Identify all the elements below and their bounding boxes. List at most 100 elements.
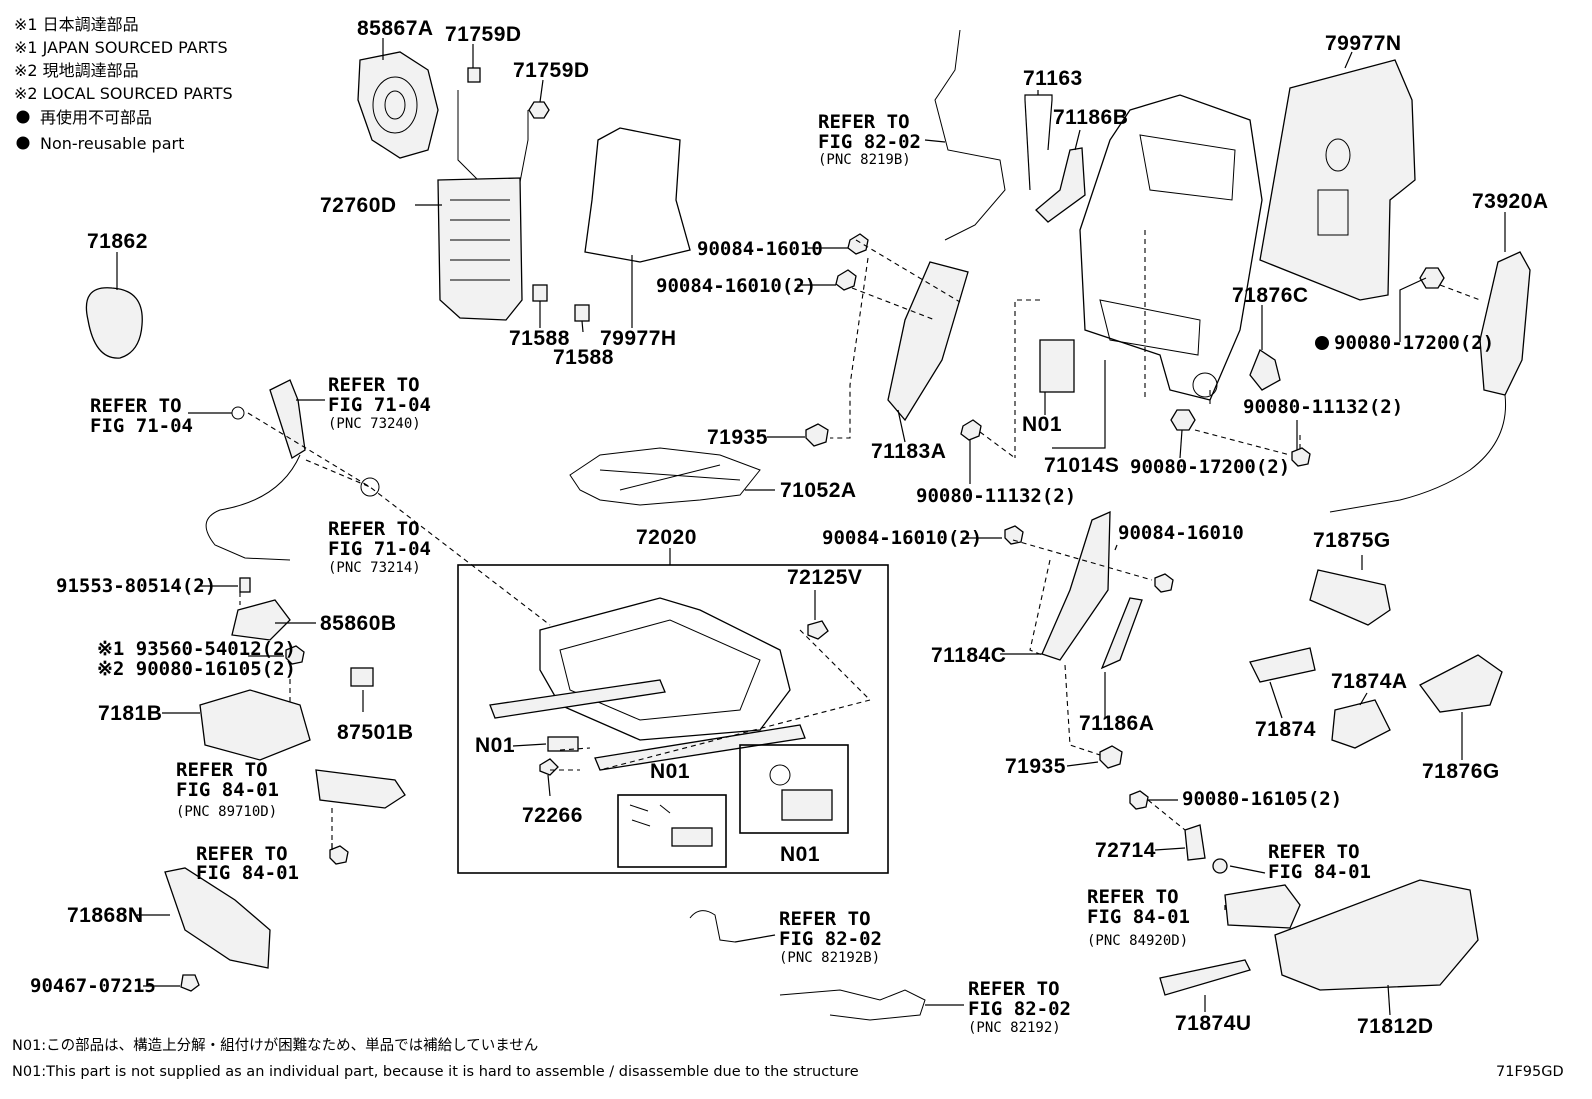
label-90080-16105-2[interactable]: 90080-16105(2) [1182,788,1342,810]
label-71868N[interactable]: 71868N [67,904,144,927]
ref-line: (PNC 8219B) [818,152,911,168]
part-71588-clip-shape [532,284,548,302]
part-73920A-shape [1329,251,1531,513]
label-7181B[interactable]: 7181B [98,702,162,725]
legend-local-en: ※2 LOCAL SOURCED PARTS [14,84,233,103]
part-73240-shape [269,379,306,459]
label-85867A[interactable]: 85867A [357,17,434,40]
part-71868N-shape [164,867,271,969]
label-71588[interactable]: 71588 [509,327,570,350]
label-90084-16010-2[interactable]: 90084-16010(2) [656,275,816,297]
legend-japan-ja: ※1 日本調達部品 [14,15,139,34]
part-93560-bolt-shape [285,645,305,665]
ref-line: FIG 71-04 [328,538,431,560]
label-71874U[interactable]: 71874U [1175,1012,1252,1035]
ref-line: REFER TO [328,518,420,540]
ref-fig-84-01-left[interactable]: REFER TO FIG 84-01 [196,843,299,884]
label-71875G[interactable]: 71875G [1313,529,1391,552]
label-71052A[interactable]: 71052A [780,479,857,502]
ref-line: (PNC 82192B) [779,950,880,966]
label-71186B[interactable]: 71186B [1053,106,1128,129]
label-91553-80514-2[interactable]: 91553-80514(2) [56,575,216,597]
label-72760D[interactable]: 72760D [320,194,397,217]
label-71812D[interactable]: 71812D [1357,1015,1434,1038]
label-79977H[interactable]: 79977H [600,327,677,350]
label-71935[interactable]: 71935 [707,426,768,449]
label-N01[interactable]: N01 [650,760,690,783]
label-90084-16010[interactable]: 90084-16010 [697,238,823,260]
label-72125V[interactable]: 72125V [787,566,862,589]
ref-fig-71-04-73240[interactable]: REFER TO FIG 71-04 (PNC 73240) [328,374,431,432]
part-841-bolt-shape [329,845,349,865]
reference-labels: REFER TO FIG 82-02 (PNC 8219B) REFER TO … [90,111,1371,1036]
ref-line: (PNC 73240) [328,416,421,432]
ref-line: FIG 71-04 [328,394,431,416]
label-71759D[interactable]: 71759D [513,59,590,82]
leader-lines [116,38,1506,1016]
harness-82192B-shape [689,910,736,943]
label-71163[interactable]: 71163 [1023,67,1083,90]
label-71759D[interactable]: 71759D [445,23,522,46]
label-71876G[interactable]: 71876G [1422,760,1500,783]
label-71862[interactable]: 71862 [87,230,148,253]
part-90080-bolt-shape [960,419,982,441]
label-71935[interactable]: 71935 [1005,755,1066,778]
legend: ※1 日本調達部品 ※1 JAPAN SOURCED PARTS ※2 現地調達… [14,15,233,153]
ref-line: REFER TO [1268,841,1360,863]
label-71183A[interactable]: 71183A [871,440,946,463]
ref-fig-82-02-8219B[interactable]: REFER TO FIG 82-02 (PNC 8219B) [818,111,921,168]
part-89710D-ecu-shape [315,769,406,809]
part-71812D-shape [1274,879,1479,991]
label-90080-17200-2[interactable]: 90080-17200(2) [1334,332,1494,354]
ref-line: FIG 71-04 [90,415,193,437]
part-90084-bolt-shape [1154,573,1174,593]
label-90080-16105-2[interactable]: ※2 90080-16105(2) [97,658,296,680]
ref-fig-84-01-right[interactable]: REFER TO FIG 84-01 [1268,841,1371,883]
label-71186A[interactable]: 71186A [1079,712,1154,735]
non-reusable-bullet-icon [16,136,30,150]
part-71052A-shape [569,447,761,506]
part-90080-nut-shape [1170,409,1196,431]
ref-line: REFER TO [196,843,288,865]
label-90084-16010-2[interactable]: 90084-16010(2) [822,527,982,549]
part-79977H-shape [584,127,691,263]
part-71184C-shape [1041,510,1111,661]
label-79977N[interactable]: 79977N [1325,32,1402,55]
ref-fig-71-04-73214[interactable]: REFER TO FIG 71-04 (PNC 73214) [328,518,431,576]
ref-line: (PNC 89710D) [176,804,277,820]
label-71874A[interactable]: 71874A [1331,670,1408,693]
part-N01-subset-right-shape [769,764,833,821]
label-85860B[interactable]: 85860B [320,612,397,635]
label-90080-17200-2[interactable]: 90080-17200(2) [1130,456,1290,478]
label-71014S[interactable]: 71014S [1044,454,1119,477]
label-90467-07215[interactable]: 90467-07215 [30,975,156,997]
label-N01[interactable]: N01 [1022,413,1062,436]
figure-code: 71F95GD [1496,1064,1564,1080]
label-71184C[interactable]: 71184C [931,644,1006,667]
label-N01[interactable]: N01 [780,843,820,866]
ref-fig-71-04-left[interactable]: REFER TO FIG 71-04 [90,395,193,437]
ref-fig-84-01-89710D[interactable]: REFER TO FIG 84-01 (PNC 89710D) [176,759,279,820]
ref-line: FIG 82-02 [779,928,882,950]
label-90080-11132-2[interactable]: 90080-11132(2) [1243,396,1403,418]
ref-line: (PNC 84920D) [1087,933,1188,949]
ref-fig-82-02-82192[interactable]: REFER TO FIG 82-02 (PNC 82192) [968,978,1071,1036]
label-71874[interactable]: 71874 [1255,718,1316,741]
label-87501B[interactable]: 87501B [337,721,414,744]
label-72714[interactable]: 72714 [1095,839,1156,862]
label-90080-11132-2[interactable]: 90080-11132(2) [916,485,1076,507]
label-72020[interactable]: 72020 [636,526,697,549]
label-71876C[interactable]: 71876C [1232,284,1309,307]
part-71935-clip-shape [805,423,829,447]
legend-local-ja: ※2 現地調達部品 [14,61,139,80]
label-90084-16010[interactable]: 90084-16010 [1118,522,1244,544]
ref-fig-84-01-84920D[interactable]: REFER TO FIG 84-01 (PNC 84920D) [1087,886,1190,949]
label-N01[interactable]: N01 [475,734,515,757]
label-73920A[interactable]: 73920A [1472,190,1549,213]
label-93560-54012-2[interactable]: ※1 93560-54012(2) [97,638,296,660]
ref-fig-82-02-82192B[interactable]: REFER TO FIG 82-02 (PNC 82192B) [779,908,882,966]
part-7104-clip-shape [231,406,245,420]
label-71588[interactable]: 71588 [553,346,614,369]
label-72266[interactable]: 72266 [522,804,583,827]
